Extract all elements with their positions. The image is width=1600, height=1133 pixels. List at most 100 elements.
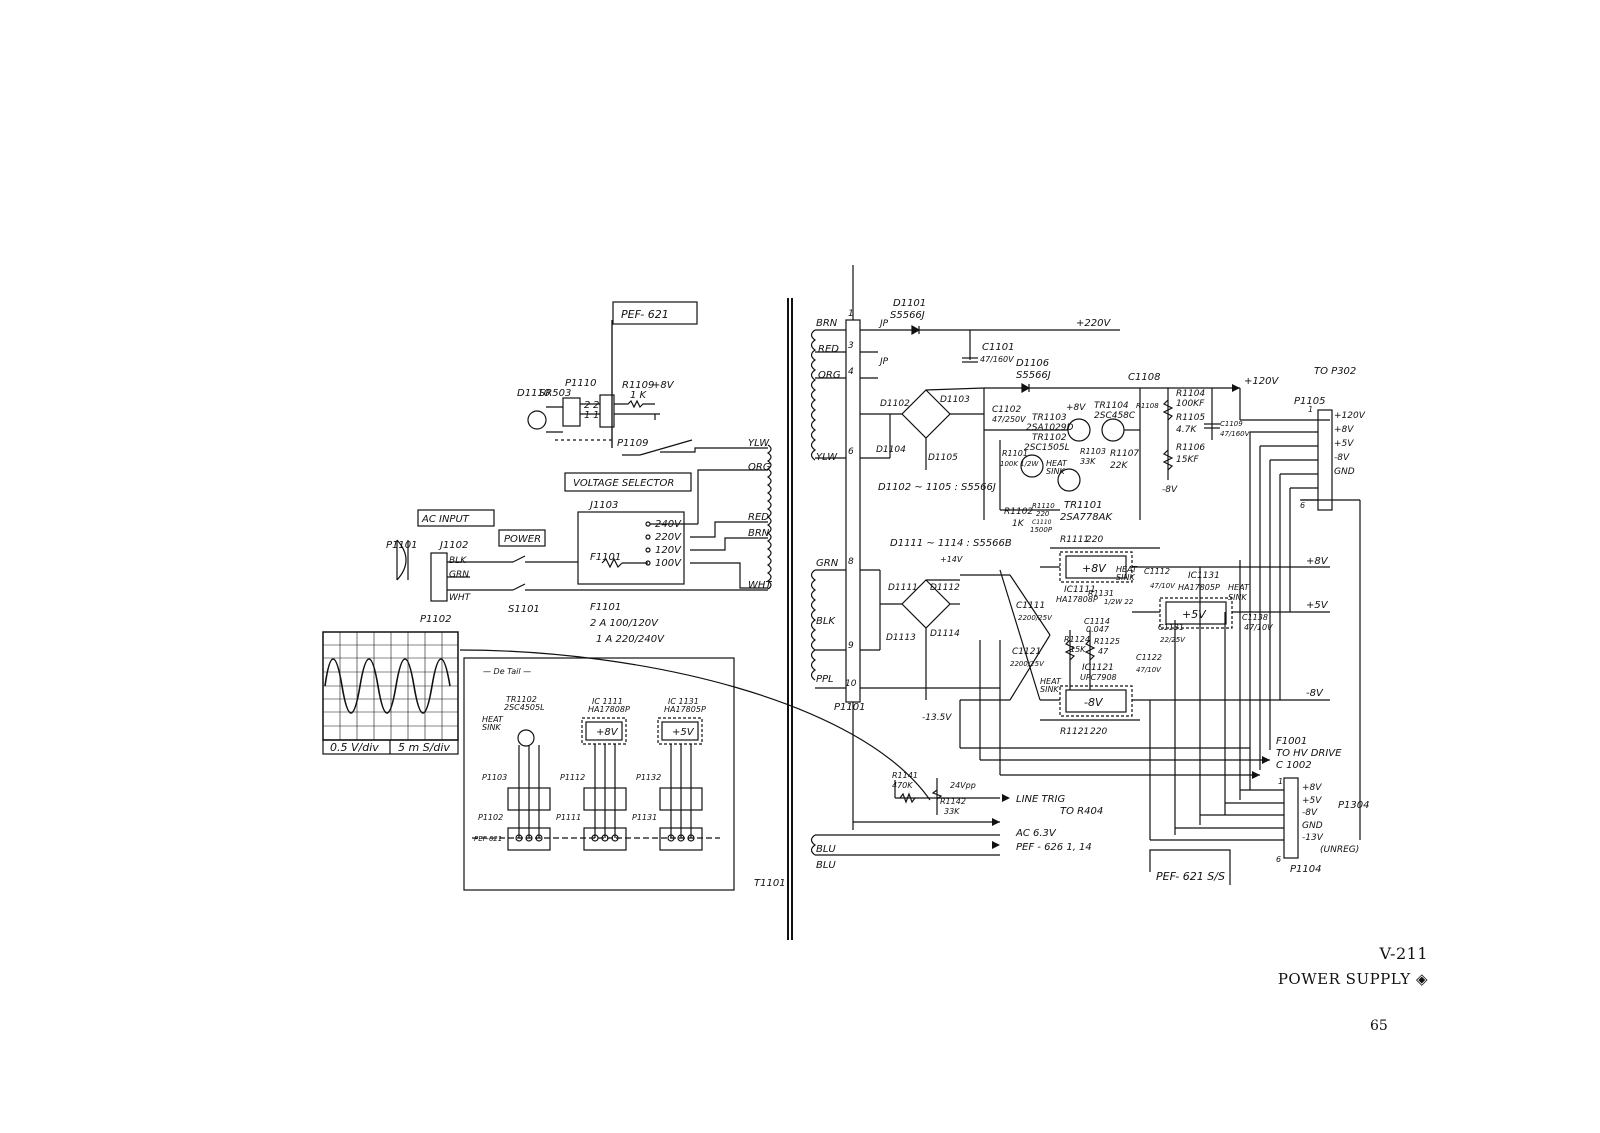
to-r404-label: TO R404 [1060, 806, 1103, 817]
brn-left: BRN [748, 528, 770, 539]
pin-n3: 3 [848, 341, 854, 351]
heat-sink-tr: HEAT [1046, 459, 1068, 468]
detail-p1112: P1112 [560, 773, 585, 782]
c1138-label: C1138 [1242, 613, 1268, 622]
r1108-label: R1108 [1136, 402, 1159, 410]
p1304-label: P1304 [1338, 800, 1369, 811]
p1102-label: P1102 [420, 614, 451, 625]
ic1131-right-pn: HA17805P [1178, 583, 1220, 592]
heat-sink-3b: SINK [1228, 593, 1247, 602]
tr1104-pn: 2SC458C [1094, 411, 1136, 421]
scope-volts-per-div: 0.5 V/div [330, 741, 379, 754]
box-8v: +8V [1082, 562, 1107, 575]
section-title-text: POWER SUPPLY [1277, 970, 1411, 988]
heat-sink-4b: SINK [1040, 685, 1059, 694]
detail-sink: SINK [482, 723, 501, 732]
to-p302-label: TO P302 [1314, 366, 1356, 377]
c1131-value: 22/25V [1160, 636, 1186, 644]
c1121-value: 2200/25V [1010, 660, 1045, 668]
r1141-label: R1141 [892, 771, 918, 780]
p1104-5v: +5V [1302, 796, 1322, 806]
r1110-label: R1110 [1032, 502, 1055, 510]
f1101-note-line2: 1 A 220/240V [596, 634, 665, 645]
r1109-value: 1 K [630, 390, 648, 401]
pin-n1: 1 [848, 309, 854, 319]
p1104-gnd: GND [1302, 821, 1323, 831]
c1111-label: C1111 [1016, 601, 1045, 611]
box-5v: +5V [1182, 608, 1207, 621]
to-hv-drive: TO HV DRIVE [1276, 748, 1342, 759]
r1106-value: 15KF [1176, 455, 1199, 465]
d1102-label: D1102 [880, 399, 910, 409]
detail-ic1111: IC 1111 [592, 697, 623, 706]
pef626-label: PEF - 626 1, 14 [1016, 842, 1092, 853]
c1109-value: 47/160V [1220, 430, 1251, 438]
r1109-label: R1109 [622, 380, 654, 391]
heat-sink-4: HEAT [1040, 677, 1062, 686]
d-range-label: D1102 ~ 1105 : S5566J [878, 482, 996, 493]
p1101-left: P1101 [386, 540, 417, 551]
ic1121-pn: UPC7908 [1080, 673, 1117, 682]
t1101-label: T1101 [754, 878, 786, 889]
r1107-value: 22K [1110, 461, 1128, 471]
f1101-inline: F1101 [590, 552, 621, 563]
r1111-label: R1111 [1060, 535, 1089, 545]
d1112-label: D1112 [930, 583, 960, 593]
r1102-label: R1102 [1004, 507, 1033, 517]
jp1-label: JP [878, 319, 889, 329]
detail-p1131: P1131 [632, 813, 657, 822]
pef621-bottom-label: PEF- 621 S/S [1156, 870, 1225, 883]
c1108-label: C1108 [1128, 372, 1160, 383]
minus8v-small: -8V [1162, 485, 1178, 495]
r1142-label: R1142 [940, 797, 966, 806]
c1109-label: C1109 [1220, 420, 1243, 428]
ic1111-right: IC1111 [1064, 585, 1096, 595]
v220-label: 220V [655, 532, 682, 543]
c1110-value: 1500P [1030, 526, 1053, 534]
pin-n4: 4 [848, 367, 854, 377]
f1001-label: F1001 [1276, 736, 1307, 747]
r1107-label: R1107 [1110, 449, 1139, 459]
p1104-8v: +8V [1302, 783, 1322, 793]
heat-sink-2: HEAT [1116, 565, 1138, 574]
ac63-label: AC 6.3V [1015, 828, 1057, 839]
pef621-top-label: PEF- 621 [621, 308, 669, 321]
j1102-label: J1102 [438, 540, 468, 551]
detail-8v: +8V [596, 727, 619, 738]
tr1103-pn: 2SA1029D [1026, 423, 1074, 433]
tr1101-label: TR1101 [1064, 500, 1103, 511]
detail-ic1131-pn: HA17805P [664, 705, 706, 714]
c1110-label: C1110 [1032, 519, 1052, 526]
plus220v-label: +220V [1076, 318, 1111, 329]
detail-5v: +5V [672, 727, 695, 738]
detail-tr1102-pn: 2SC4505L [504, 703, 545, 712]
plus120v-label: +120V [1244, 376, 1279, 387]
r1104-value: 100KF [1176, 399, 1205, 409]
p1105-label: P1105 [1294, 396, 1325, 407]
c1102-label: C1102 [992, 405, 1021, 415]
detail-p1111: P1111 [556, 813, 581, 822]
r1101-value: 100K 1/2W [1000, 460, 1039, 468]
red-right: RED [818, 344, 839, 355]
detail-ic1131: IC 1131 [668, 697, 699, 706]
s1101-label: S1101 [508, 604, 540, 615]
heat-sink-2b: SINK [1116, 573, 1135, 582]
ppl-right: PPL [816, 674, 834, 685]
p1104-m8v: -8V [1302, 808, 1318, 818]
r1105-label: R1105 [1176, 413, 1205, 423]
p1104-unreg: (UNREG) [1320, 845, 1359, 855]
r1110-value: 220 [1036, 510, 1050, 518]
p1105-5v: +5V [1334, 439, 1354, 449]
grn-right: GRN [816, 558, 839, 569]
c1122-label: C1122 [1136, 653, 1162, 662]
p1105-120v: +120V [1334, 411, 1366, 421]
blk-right: BLK [816, 616, 836, 627]
d1110-label: D1110 [517, 388, 550, 399]
org-right: ORG [818, 370, 841, 381]
sr503-label: SR503 [539, 388, 571, 399]
p1104-pin6: 6 [1276, 855, 1281, 864]
wht-left: WHT [748, 580, 772, 591]
pin-n6: 6 [848, 447, 854, 457]
f1101-note-title: F1101 [590, 602, 621, 613]
